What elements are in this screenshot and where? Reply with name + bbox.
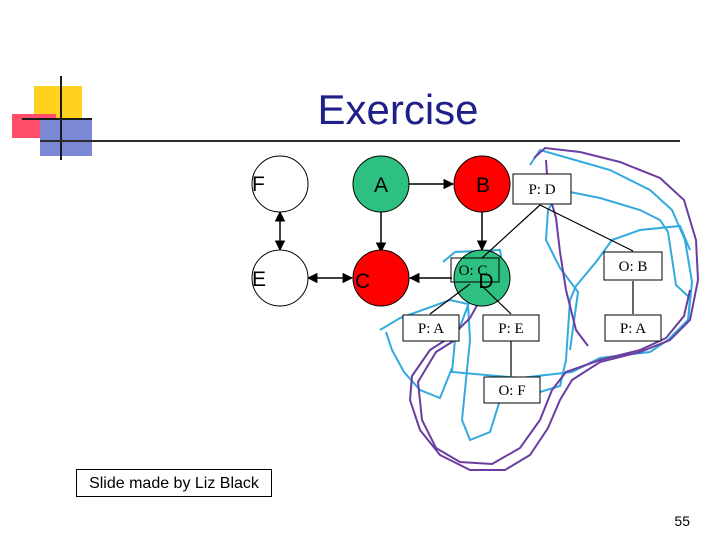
node-F: F: [251, 155, 309, 213]
tree-node-pa2: P: A: [604, 314, 662, 342]
node-E-circle: [251, 249, 309, 307]
tree-node-ob: O: B: [603, 251, 663, 281]
node-F-circle: [251, 155, 309, 213]
tree-node-pd: P: D: [512, 173, 572, 205]
tree-node-pe: P: E: [482, 314, 540, 342]
deco-blue-bar: [40, 120, 92, 156]
tree-node-pa2-label: P: A: [620, 321, 646, 337]
tree-node-oc-label: O: C: [459, 263, 488, 279]
tree-node-oc-box: [450, 257, 500, 283]
tree-edge-oc-pe: [479, 283, 512, 315]
node-C-circle: [352, 249, 410, 307]
title-underline: [40, 140, 680, 142]
tree-node-pd-label: P: D: [528, 182, 555, 198]
tree-node-pa1: P: A: [402, 314, 460, 342]
tree-node-pa2-box: [604, 314, 662, 342]
node-B-circle: [453, 155, 511, 213]
node-D-circle: [453, 249, 511, 307]
tree-node-of-label: O: F: [498, 383, 525, 399]
purple-annotation-loop-1: [408, 146, 700, 471]
tree-node-pd-box: [512, 173, 572, 205]
node-A: A: [352, 155, 410, 213]
tree-node-oc: O: C: [450, 257, 500, 283]
tree-edge-pd-oc: [481, 204, 541, 259]
tree-node-ob-label: O: B: [619, 259, 648, 275]
deco-horizontal-line: [22, 118, 92, 120]
tree-node-pe-box: [482, 314, 540, 342]
slide-title-text: Exercise: [317, 86, 479, 133]
node-F-label: F: [252, 173, 265, 196]
page-number: 55: [674, 513, 690, 529]
tree-node-pe-label: P: E: [498, 321, 523, 337]
tree-edge-oc-pa1: [429, 283, 471, 315]
node-A-label: A: [374, 174, 388, 197]
tree-node-pa1-box: [402, 314, 460, 342]
credit-text: Slide made by Liz Black: [89, 475, 259, 492]
tree-node-of: O: F: [483, 376, 541, 404]
node-D: D: [453, 249, 511, 307]
node-E-label: E: [252, 268, 266, 291]
node-C: C: [352, 249, 410, 307]
tree-node-pa1-label: P: A: [418, 321, 444, 337]
node-B: B: [453, 155, 511, 213]
credit-box: Slide made by Liz Black: [76, 469, 272, 497]
tree-node-of-box: [483, 376, 541, 404]
node-A-circle: [352, 155, 410, 213]
tree-edge-pd-ob: [539, 204, 634, 252]
purple-annotation-loop-2: [416, 289, 691, 466]
node-C-label: C: [355, 270, 370, 293]
node-B-label: B: [476, 174, 490, 197]
tree-node-ob-box: [603, 251, 663, 281]
slide-title: Exercise: [0, 86, 720, 134]
cyan-annotation-loop-4: [529, 148, 694, 323]
node-E: E: [251, 249, 309, 307]
corner-decoration: [0, 0, 100, 165]
